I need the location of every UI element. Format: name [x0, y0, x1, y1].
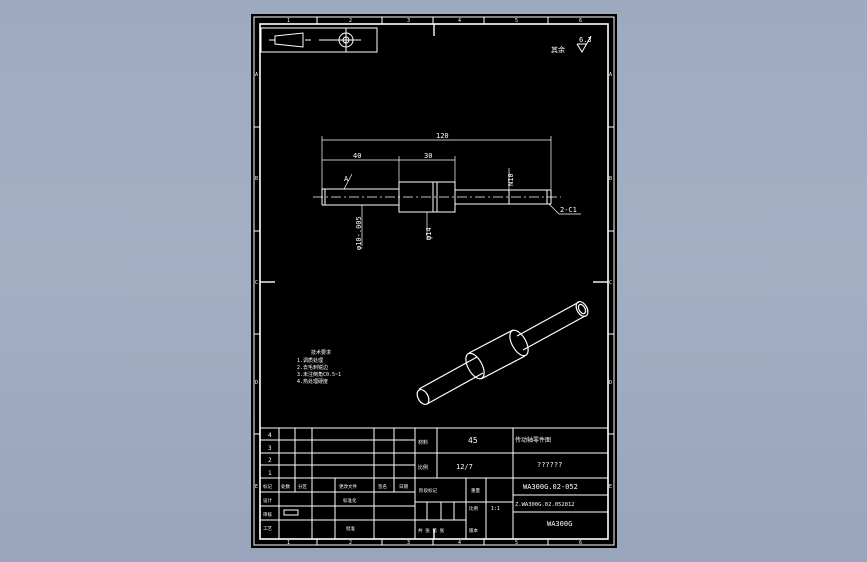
hdr-date: 日期 [399, 484, 408, 490]
hdr-count: 处数 [281, 483, 290, 490]
zone-ticks [254, 17, 614, 545]
notes-line-2: 2.去毛刺锐边 [297, 364, 328, 371]
roughness-prefix: 其余 [551, 45, 565, 54]
dim-overall-length: 120 [436, 132, 449, 140]
drawing-number: WA300G.02-052 [523, 483, 578, 491]
scale-value: 12/7 [456, 463, 473, 471]
centering-marks [260, 24, 608, 539]
zone-right-a: A [609, 72, 612, 78]
zone-left-b: B [255, 176, 258, 182]
standard-label: 标准化 [343, 497, 357, 504]
notes-line-1: 1.调质处理 [297, 357, 323, 364]
notes-line-4: 4.热处理硬度 [297, 378, 328, 385]
company-name: ?????? [537, 461, 562, 469]
rev-row-2: 2 [268, 457, 272, 464]
ratio-value: 1:1 [491, 506, 500, 512]
design-label: 设计 [263, 497, 272, 504]
zone-left-a: A [255, 72, 258, 78]
projection-symbol [260, 27, 378, 53]
material-value: 45 [468, 436, 478, 445]
dim-chamfer: 2-C1 [560, 206, 577, 214]
rev-row-3: 3 [268, 445, 272, 452]
zone-right-e: E [609, 484, 612, 490]
dim-right-tol: N10 [507, 173, 515, 186]
zone-bottom-1: 1 [287, 540, 290, 546]
weight-label: 重量 [471, 487, 480, 494]
hdr-sign: 签名 [378, 483, 387, 490]
zone-bottom-2: 2 [349, 540, 352, 546]
zone-top-4: 4 [458, 18, 461, 24]
file-number: Z.WA300G.02.052012 [515, 502, 575, 508]
drawing-sheet: 1 2 3 4 5 6 1 2 3 4 5 6 A B C D E A B C [251, 14, 617, 548]
scale-label: 比例 [418, 464, 428, 471]
zone-top-1: 1 [287, 18, 290, 24]
zone-right-c: C [609, 280, 612, 286]
rev-row-1: 1 [268, 470, 272, 477]
zone-top-5: 5 [515, 18, 518, 24]
material-label: 材料 [418, 439, 428, 446]
dim-datum: A [344, 175, 349, 183]
shaft-isometric-view [416, 300, 589, 406]
zone-left-d: D [255, 380, 258, 386]
dimension-lines [321, 136, 581, 246]
rev-row-4: 4 [268, 432, 272, 439]
dim-dia-left: φ10-.005 [355, 216, 363, 250]
roughness-symbol: 其余 6.3 [551, 35, 592, 54]
version-label: 版本 [469, 527, 478, 534]
zone-bottom-6: 6 [579, 540, 582, 546]
check-label: 审核 [263, 511, 272, 518]
zone-bottom-5: 5 [515, 540, 518, 546]
zone-right-b: B [609, 176, 612, 182]
dim-left-length: 40 [353, 152, 361, 160]
approve-label: 批准 [346, 525, 355, 532]
hdr-zone: 分区 [298, 483, 307, 490]
dim-dia-mid: φ14 [425, 227, 433, 240]
zone-right-d: D [609, 380, 612, 386]
project-code: WA300G [547, 520, 572, 528]
title-block [259, 427, 609, 540]
dim-mid-length: 30 [424, 152, 432, 160]
hdr-change-doc: 更改文件 [339, 483, 357, 490]
technical-notes: 技术要求 1.调质处理 2.去毛刺锐边 3.未注倒角C0.5~1 4.热处理硬度 [297, 349, 341, 385]
sheet-label: 共 张 第 张 [418, 527, 445, 534]
notes-line-3: 3.未注倒角C0.5~1 [297, 371, 341, 378]
ratio-label: 比例 [469, 505, 478, 512]
hdr-mark: 标记 [263, 483, 272, 490]
zone-top-2: 2 [349, 18, 352, 24]
zone-bottom-3: 3 [407, 540, 410, 546]
notes-title: 技术要求 [311, 349, 331, 356]
process-label: 工艺 [263, 526, 272, 532]
outer-frame [253, 16, 615, 546]
zone-top-3: 3 [407, 18, 410, 24]
zone-left-e: E [255, 484, 258, 490]
part-name: 传动轴零件图 [515, 436, 551, 444]
stage-label: 阶段标记 [419, 487, 437, 494]
zone-top-6: 6 [579, 18, 582, 24]
zone-left-c: C [255, 280, 258, 286]
zone-bottom-4: 4 [458, 540, 461, 546]
roughness-value: 6.3 [579, 36, 592, 44]
drawing-canvas: 1 2 3 4 5 6 1 2 3 4 5 6 A B C D E A B C [253, 16, 615, 546]
